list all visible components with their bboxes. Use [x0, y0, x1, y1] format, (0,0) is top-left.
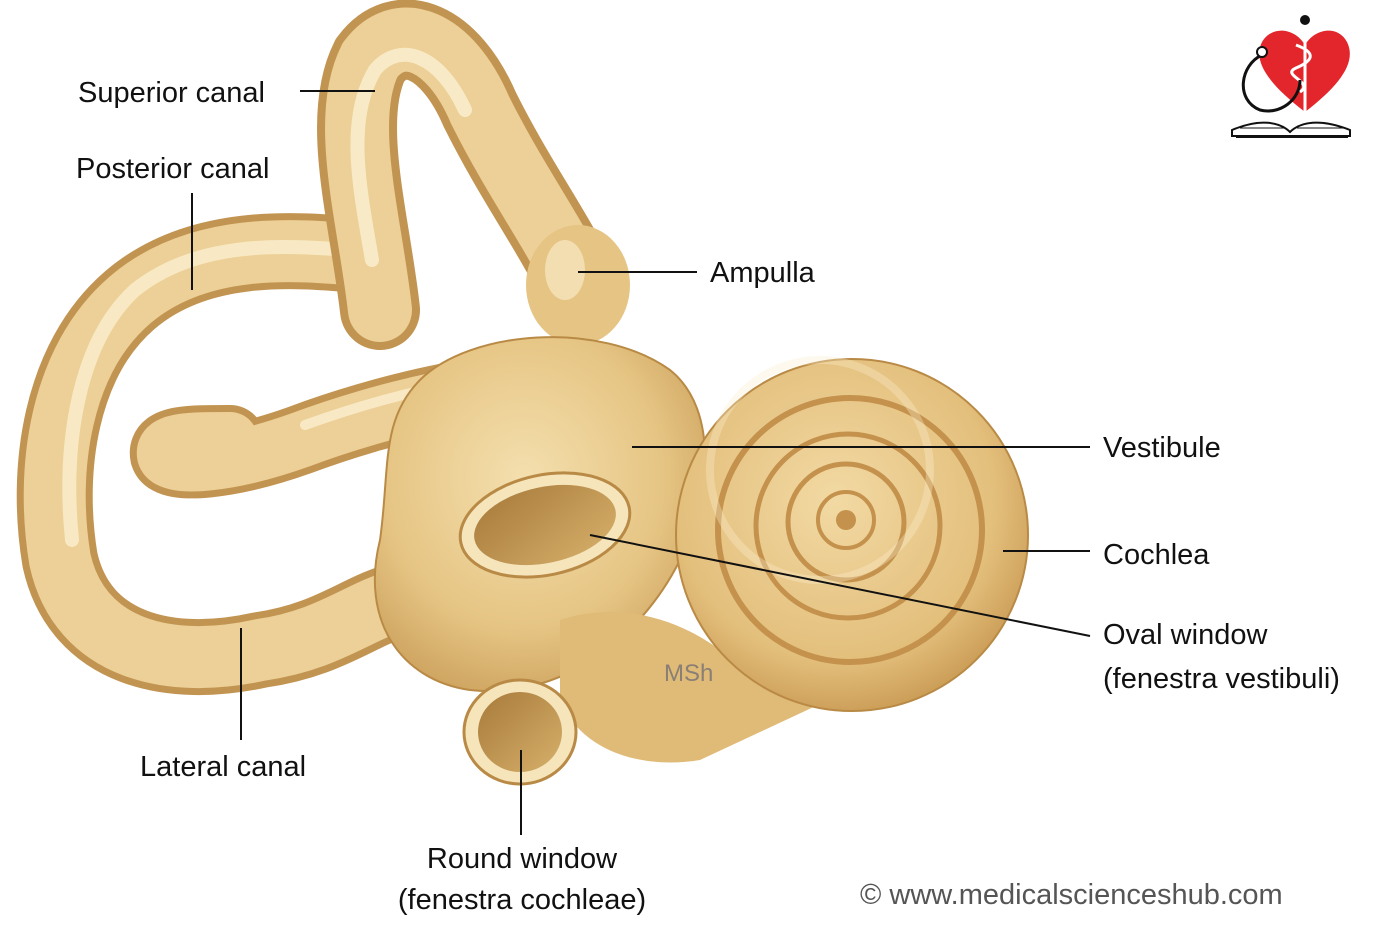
- label-round-window: Round window: [426, 843, 618, 875]
- label-superior-canal: Superior canal: [78, 77, 265, 109]
- superior-canal: [317, 0, 630, 350]
- label-ampulla: Ampulla: [710, 257, 815, 289]
- round-window: [462, 678, 578, 786]
- watermark: MSh: [664, 660, 714, 687]
- copyright-text: © www.medicalscienceshub.com: [860, 879, 1283, 911]
- label-round-window-latin: (fenestra cochleae): [397, 884, 647, 916]
- posterior-canal: [16, 213, 438, 696]
- label-oval-window: Oval window: [1103, 619, 1268, 651]
- leader-oval-window: [589, 534, 1091, 637]
- medical-sciences-hub-logo: [1231, 15, 1351, 138]
- label-cochlea: Cochlea: [1103, 539, 1210, 571]
- oval-window: [458, 471, 632, 579]
- label-vestibule: Vestibule: [1103, 432, 1221, 464]
- label-posterior-canal: Posterior canal: [76, 153, 270, 185]
- label-oval-window-latin: (fenestra vestibuli): [1103, 663, 1340, 695]
- label-lateral-canal: Lateral canal: [140, 751, 307, 783]
- leader-lines: [191, 90, 1091, 835]
